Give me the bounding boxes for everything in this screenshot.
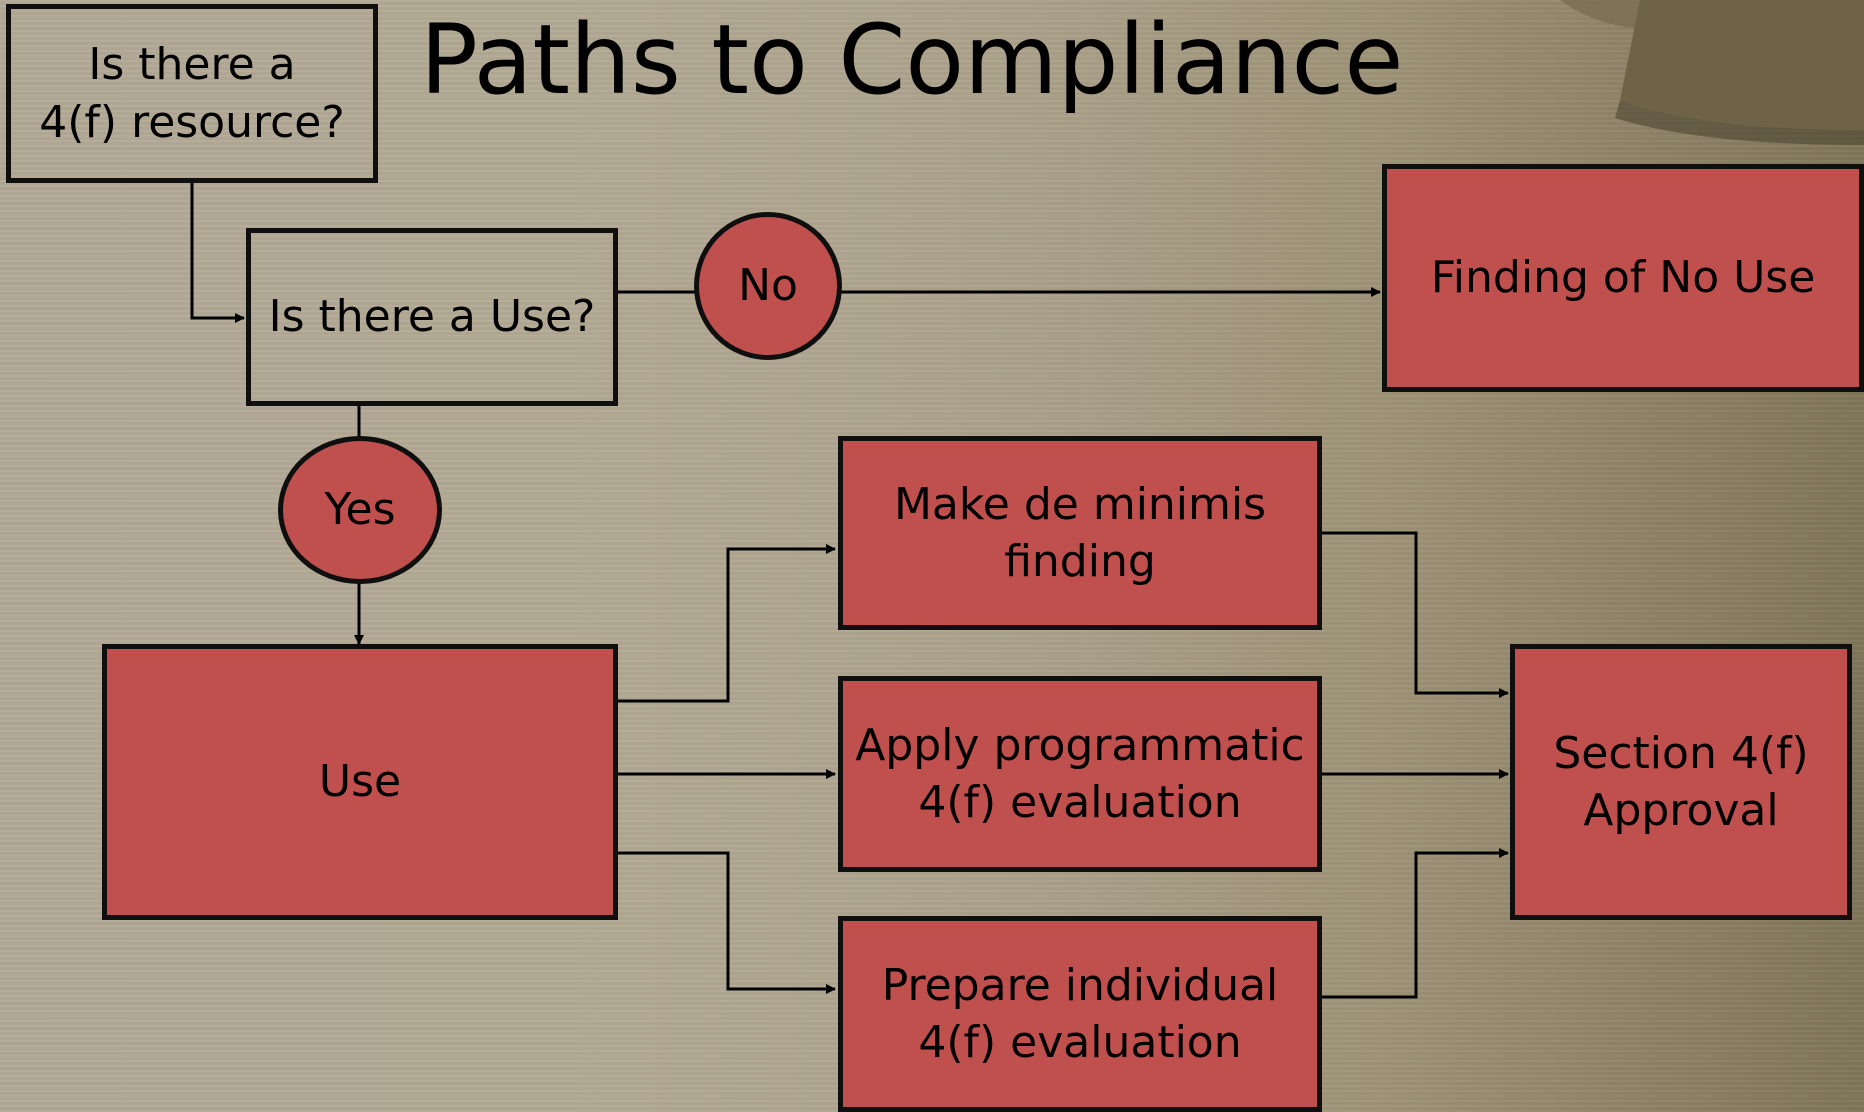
node-resource-question: Is there a 4(f) resource? — [6, 4, 378, 183]
connector-use-to-individual — [618, 851, 836, 994]
connector-individual-to-approval — [1322, 848, 1509, 999]
page-title: Paths to Compliance — [420, 4, 1404, 116]
node-programmatic: Apply programmatic 4(f) evaluation — [838, 676, 1322, 872]
node-use-question: Is there a Use? — [246, 228, 618, 406]
connector-resource-to-use-question — [190, 183, 245, 323]
node-individual: Prepare individual 4(f) evaluation — [838, 916, 1322, 1112]
node-no: No — [694, 212, 842, 360]
node-finding-of-no-use: Finding of No Use — [1382, 164, 1864, 392]
node-section-4f-approval: Section 4(f) Approval — [1510, 644, 1852, 920]
connector-de-minimis-to-approval — [1322, 531, 1509, 698]
connector-use-to-de-minimis — [618, 544, 836, 703]
node-de-minimis: Make de minimis finding — [838, 436, 1322, 630]
node-use: Use — [102, 644, 618, 920]
node-yes: Yes — [278, 436, 442, 584]
